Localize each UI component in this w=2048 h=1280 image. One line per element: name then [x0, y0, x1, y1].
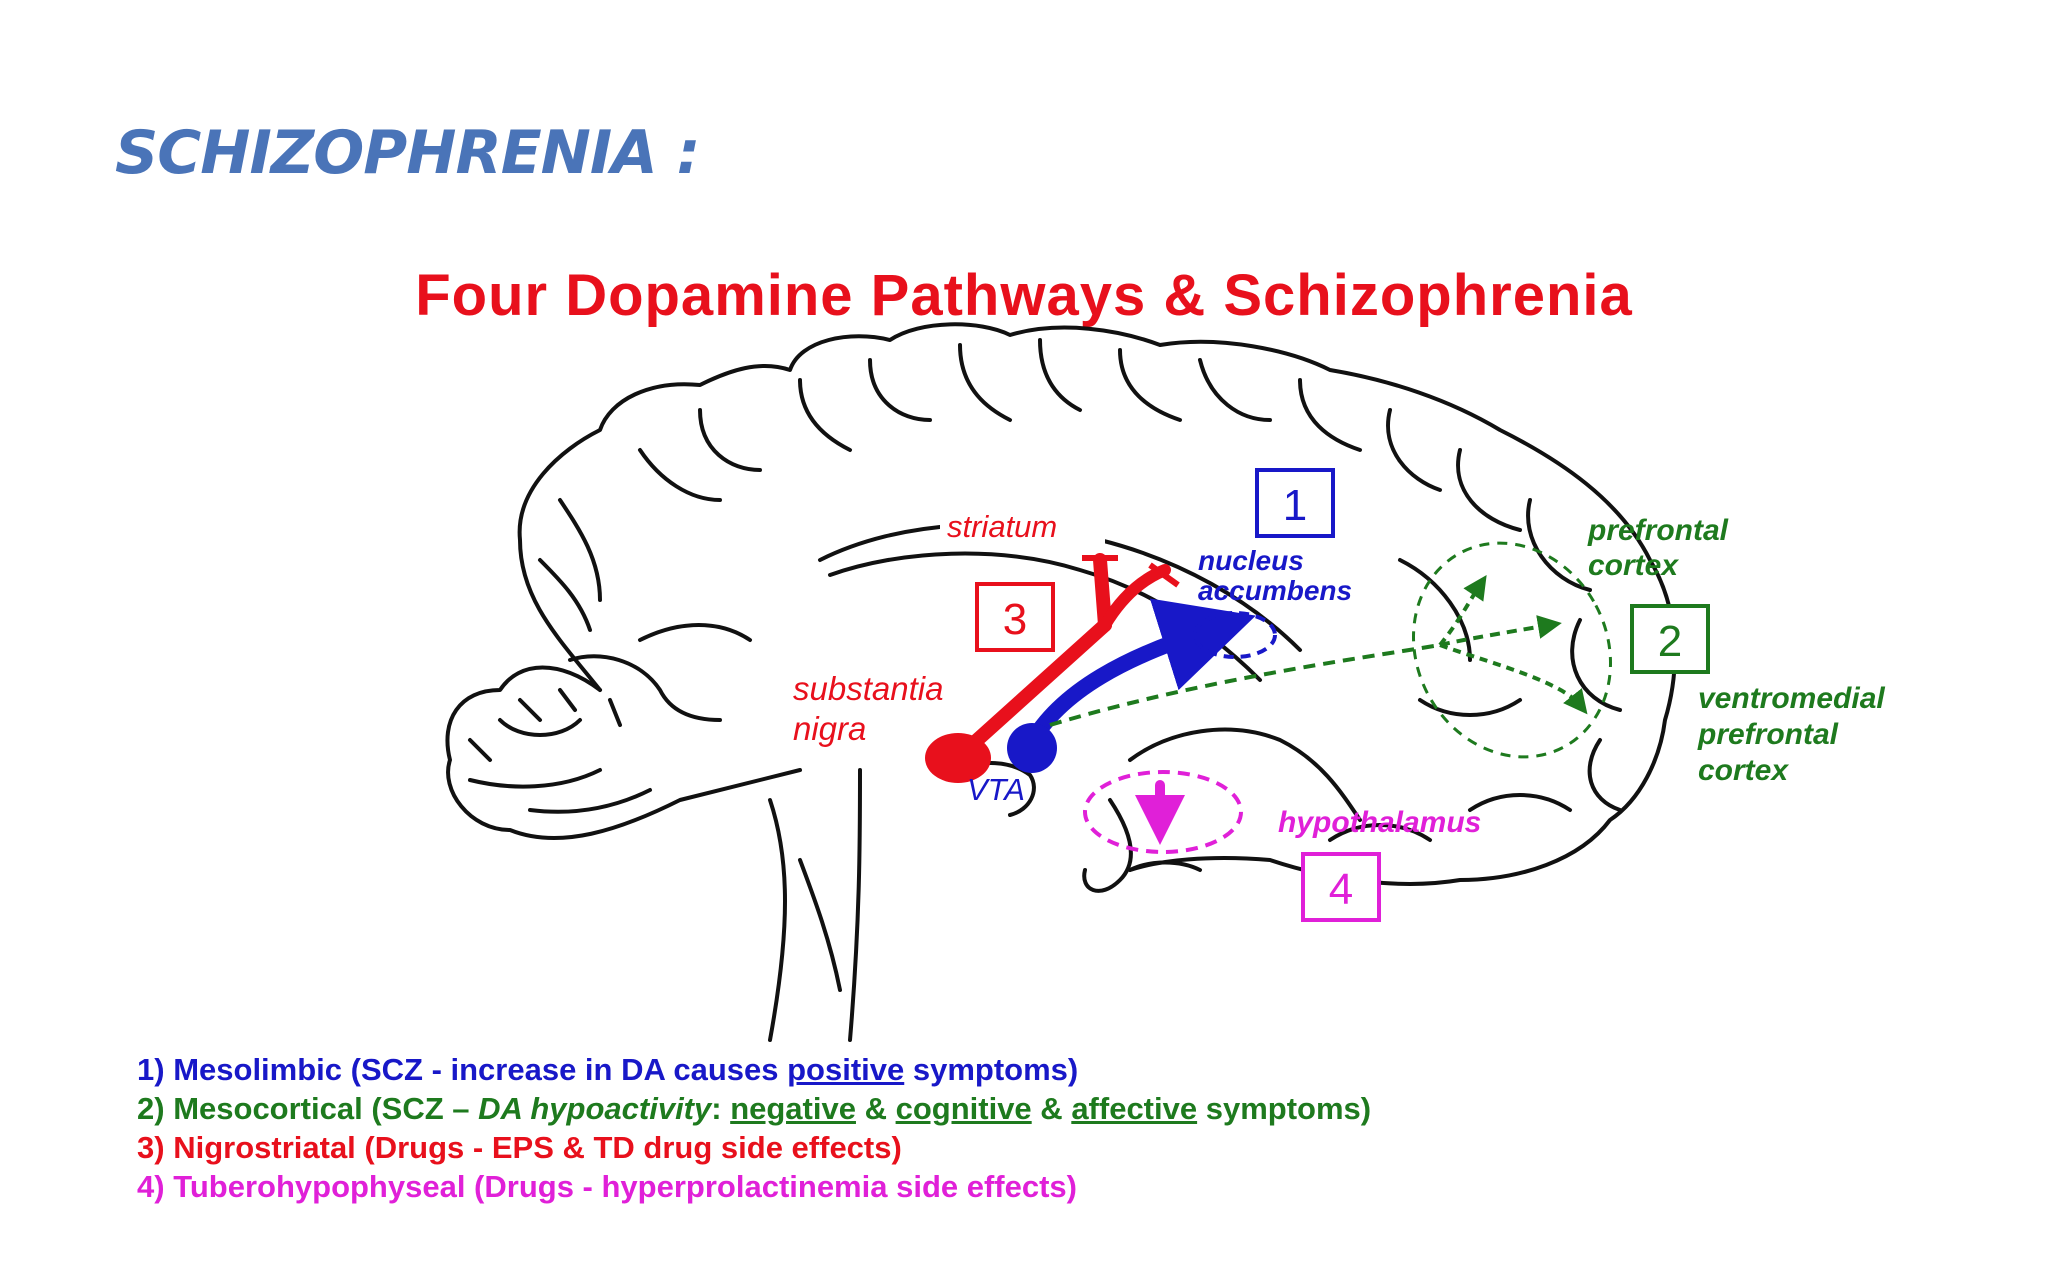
label-nucleus: nucleus — [1198, 545, 1304, 576]
legend-affective: affective — [1071, 1091, 1198, 1126]
vta-node — [1007, 723, 1057, 773]
label-nigra: nigra — [793, 710, 866, 747]
legend-amp-1: & — [855, 1091, 896, 1126]
legend-row-nigrostriatal: 3) Nigrostriatal (Drugs - EPS & TD drug … — [137, 1128, 1371, 1167]
legend-row-tuberohypophyseal: 4) Tuberohypophyseal (Drugs - hyperprola… — [137, 1167, 1371, 1206]
box-3: 3 — [975, 582, 1055, 652]
legend-num-3: 3) — [137, 1130, 165, 1165]
box-2-label: 2 — [1658, 617, 1682, 666]
label-prefrontal-vm: prefrontal — [1697, 718, 1839, 751]
label-ventromedial: ventromedial — [1698, 682, 1885, 715]
legend-negative: negative — [730, 1091, 856, 1126]
label-cortex-vm: cortex — [1698, 754, 1789, 787]
label-accumbens: accumbens — [1198, 575, 1352, 606]
legend-num-2: 2) — [137, 1091, 165, 1126]
slide-title: SCHIZOPHRENIA : — [115, 118, 701, 188]
legend-colon: : — [711, 1091, 731, 1126]
box-1: 1 — [1255, 468, 1335, 538]
legend-hypoactivity: DA hypoactivity — [478, 1091, 712, 1126]
legend-num-4: 4) — [137, 1169, 165, 1204]
nigrostriatal-pathway — [925, 553, 1180, 783]
brain-outline — [445, 322, 1677, 1042]
legend-positive: positive — [787, 1052, 905, 1087]
box-2: 2 — [1630, 604, 1710, 674]
legend-num-1: 1) — [137, 1052, 165, 1087]
legend-row-mesocortical: 2) Mesocortical (SCZ – DA hypoactivity: … — [137, 1089, 1371, 1128]
label-hypothalamus: hypothalamus — [1278, 806, 1481, 839]
box-4-label: 4 — [1329, 865, 1353, 914]
tuberohypophyseal-pathway — [1083, 770, 1243, 854]
substantia-nigra-node — [925, 733, 991, 783]
legend-amp-2: & — [1031, 1091, 1072, 1126]
legend-row-mesolimbic: 1) Mesolimbic (SCZ - increase in DA caus… — [137, 1050, 1371, 1089]
label-substantia: substantia — [793, 670, 943, 707]
figure-title: Four Dopamine Pathways & Schizophrenia — [415, 263, 1633, 328]
legend-cognitive: cognitive — [895, 1091, 1032, 1126]
legend-text-4: Tuberohypophyseal (Drugs - hyperprolacti… — [173, 1169, 1077, 1204]
box-3-label: 3 — [1003, 595, 1027, 644]
legend-tail-2: symptoms) — [1197, 1091, 1372, 1126]
box-1-label: 1 — [1283, 481, 1307, 530]
mesocortical-pathway — [1049, 541, 1613, 759]
label-prefrontal: prefrontal — [1587, 514, 1729, 547]
label-vta: VTA — [967, 772, 1025, 807]
pathway-legend: 1) Mesolimbic (SCZ - increase in DA caus… — [137, 1050, 1371, 1206]
box-4: 4 — [1301, 852, 1381, 922]
legend-tail-1: symptoms) — [904, 1052, 1079, 1087]
label-striatum: striatum — [947, 509, 1057, 544]
legend-text-3: Nigrostriatal (Drugs - EPS & TD drug sid… — [173, 1130, 902, 1165]
label-cortex: cortex — [1588, 549, 1679, 582]
mesolimbic-pathway — [1007, 598, 1277, 773]
legend-text-2: Mesocortical (SCZ – — [173, 1091, 479, 1126]
legend-text-1: Mesolimbic (SCZ - increase in DA causes — [173, 1052, 788, 1087]
